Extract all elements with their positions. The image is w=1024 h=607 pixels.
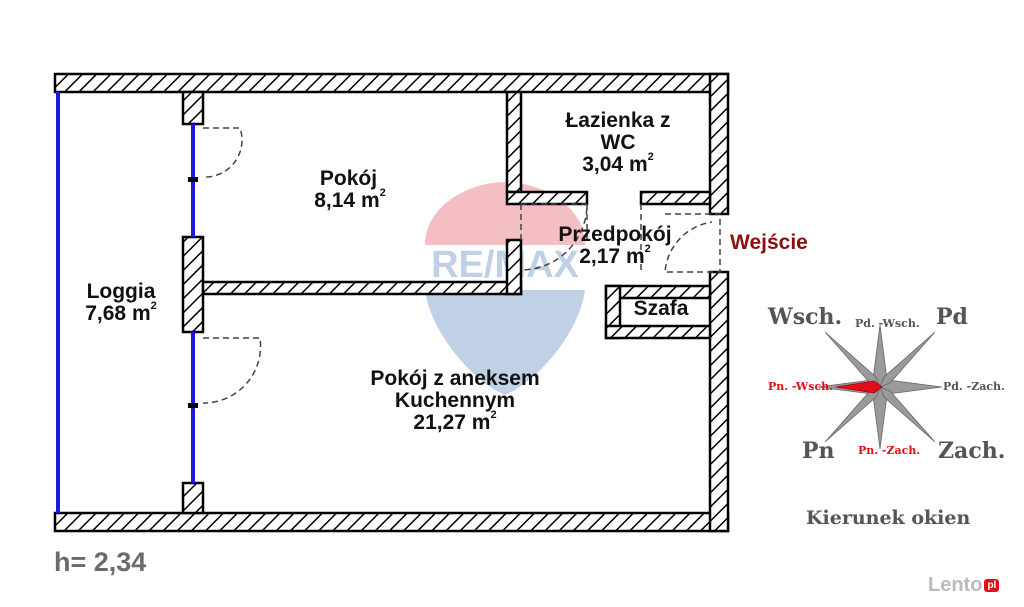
compass-star <box>817 324 943 450</box>
watermark-text: RE/MAX <box>431 244 579 286</box>
lento-suffix: pl <box>984 579 1000 593</box>
lazienka-area: 3,04 m <box>582 153 648 177</box>
szafa-name: Szafa <box>633 297 689 320</box>
lazienka-area-sup: 2 <box>647 151 654 164</box>
compass-zach: Zach. <box>938 438 1006 464</box>
compass-highlight-arrow <box>835 380 883 394</box>
loggia-name: Loggia <box>86 280 156 303</box>
entrance-label: Wejście <box>730 231 808 254</box>
pokoj-area: 8,14 m <box>314 189 380 213</box>
przedpokoj-area: 2,17 m <box>579 245 645 269</box>
room-label-przedpokoj: Przedpokój 2,17 m2 <box>540 223 690 269</box>
compass-pn-zach: Pn. -Zach. <box>858 444 921 457</box>
compass-pn: Pn <box>802 438 835 464</box>
room-label-lazienka: Łazienka z WC 3,04 m2 <box>548 109 688 177</box>
compass-pd: Pd <box>936 304 968 330</box>
door-swings <box>202 127 721 404</box>
compass-title: Kierunek okien <box>806 507 971 529</box>
loggia-area: 7,68 m <box>85 302 151 326</box>
pokoj-aneks-area-sup: 2 <box>490 409 497 422</box>
ceiling-height-label: h= 2,34 <box>54 547 147 577</box>
room-label-pokoj-aneks: Pokój z aneksem Kuchennym 21,27 m2 <box>330 367 580 435</box>
przedpokoj-name: Przedpokój <box>558 223 672 246</box>
door-hinges <box>188 177 198 408</box>
pokoj-aneks-area: 21,27 m <box>413 411 491 435</box>
przedpokoj-area-sup: 2 <box>644 243 651 256</box>
lazienka-name: Łazienka z WC <box>565 109 671 155</box>
compass-pd-wsch: Pd. -Wsch. <box>855 317 920 330</box>
room-label-loggia: Loggia 7,68 m2 <box>66 280 176 326</box>
pokoj-name: Pokój <box>319 167 378 190</box>
pokoj-area-sup: 2 <box>379 187 386 200</box>
pokoj-aneks-name-1: Pokój z aneksem <box>370 367 540 390</box>
compass-wsch: Wsch. <box>768 304 843 330</box>
room-label-pokoj: Pokój 8,14 m2 <box>290 167 410 213</box>
walls <box>53 72 730 533</box>
compass-pd-zach: Pd. -Zach. <box>943 380 1005 393</box>
loggia-area-sup: 2 <box>150 300 157 313</box>
lento-name: Lento <box>928 574 983 596</box>
room-label-szafa: Szafa <box>620 297 702 320</box>
pokoj-aneks-name-2: Kuchennym <box>394 389 516 413</box>
compass-pn-wsch: Pn. -Wsch. <box>768 380 833 393</box>
